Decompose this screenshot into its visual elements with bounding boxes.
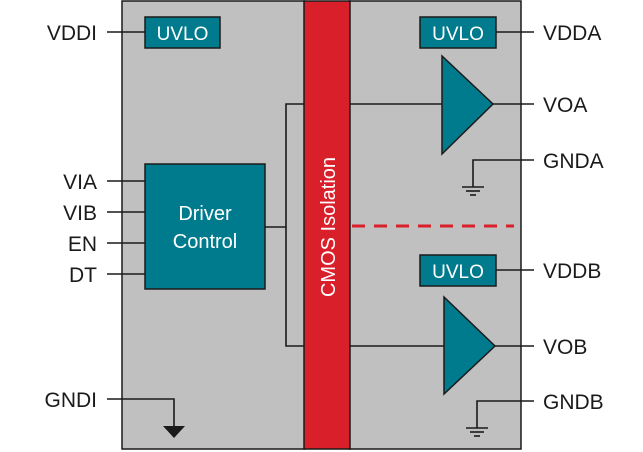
uvlo-label: UVLO <box>432 24 484 45</box>
pin-label-en: EN <box>68 233 97 256</box>
pin-label-gnda: GNDA <box>543 150 604 173</box>
isolation-feed-wire <box>285 103 304 347</box>
ground-icon <box>462 159 534 196</box>
arrow-ground-icon <box>163 426 185 438</box>
pin-label-vddb: VDDB <box>543 260 601 283</box>
driver-control-line1: Driver <box>178 203 232 225</box>
pin-label-dt: DT <box>69 264 97 287</box>
cmos-isolation-label: CMOS Isolation <box>318 157 340 297</box>
driver-control-block: Driver Control <box>144 163 266 290</box>
uvlo-block-channel-b: UVLO <box>419 254 497 287</box>
pin-label-vib: VIB <box>63 202 97 225</box>
gndi-lead <box>107 398 175 427</box>
uvlo-label: UVLO <box>157 24 209 45</box>
pin-label-gndi: GNDI <box>45 389 98 412</box>
ground-icon <box>466 400 534 437</box>
amplifier-triangle-icon <box>443 295 497 396</box>
driver-control-line2: Control <box>173 231 237 253</box>
pin-label-gndb: GNDB <box>543 391 604 414</box>
pin-label-via: VIA <box>63 171 97 194</box>
cmos-isolation-barrier <box>303 0 351 450</box>
pin-label-vddi: VDDI <box>47 22 97 45</box>
uvlo-block-channel-a: UVLO <box>419 16 497 49</box>
uvlo-label: UVLO <box>432 262 484 283</box>
amplifier-triangle-icon <box>441 54 495 156</box>
pin-label-voa: VOA <box>543 94 587 117</box>
pin-label-vdda: VDDA <box>543 22 601 45</box>
uvlo-block-input: UVLO <box>144 16 221 49</box>
pin-label-vob: VOB <box>543 336 587 359</box>
